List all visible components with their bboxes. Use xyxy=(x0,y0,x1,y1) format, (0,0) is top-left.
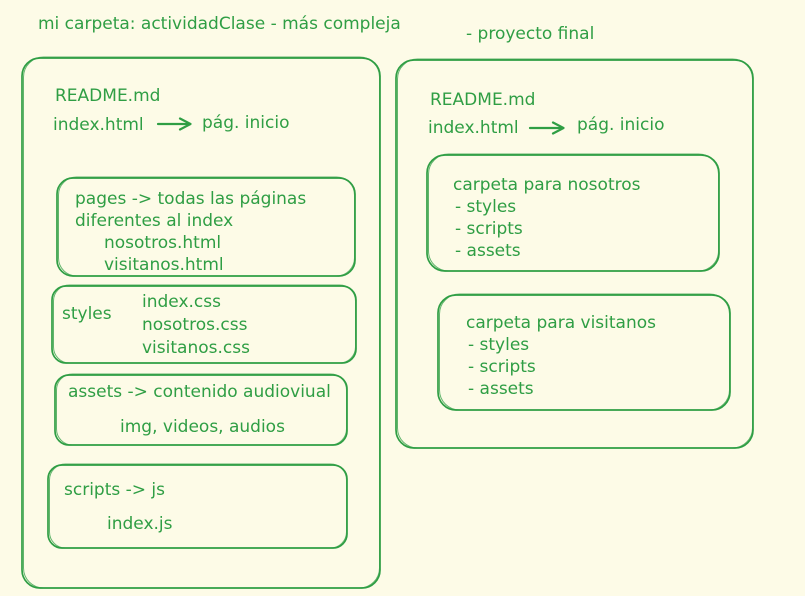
left-readme-label: README.md xyxy=(55,86,161,106)
title-right: - proyecto final xyxy=(466,24,595,44)
pages-folder-line-2: diferentes al index xyxy=(75,211,234,231)
scripts-folder-label: scripts -> js xyxy=(64,480,165,500)
box-outline-sketch xyxy=(428,153,719,272)
visitanos-folder-item-scripts: - scripts xyxy=(468,357,536,377)
styles-folder-label: styles xyxy=(62,304,112,324)
pages-folder-line-1: pages -> todas las páginas xyxy=(75,189,307,209)
nosotros-folder-title: carpeta para nosotros xyxy=(453,175,641,195)
pages-folder-box xyxy=(56,176,356,277)
arrow-right-icon xyxy=(156,117,192,131)
nosotros-folder-item-assets: - assets xyxy=(455,241,521,261)
scripts-folder-box xyxy=(47,463,348,549)
left-project-box xyxy=(21,56,381,589)
right-index-label: index.html xyxy=(428,118,519,138)
right-readme-label: README.md xyxy=(430,90,536,110)
assets-folder-label: assets -> contenido audioviual xyxy=(68,382,331,402)
assets-folder-box xyxy=(54,373,348,446)
box-outline-sketch xyxy=(49,463,347,549)
visitanos-folder-title: carpeta para visitanos xyxy=(466,313,656,333)
scripts-file-index: index.js xyxy=(107,514,173,534)
assets-folder-content: img, videos, audios xyxy=(120,417,285,437)
nosotros-folder-item-scripts: - scripts xyxy=(455,219,523,239)
styles-file-index: index.css xyxy=(142,292,221,312)
box-outline-sketch xyxy=(53,284,356,364)
right-index-target-label: pág. inicio xyxy=(577,115,665,135)
nosotros-folder-box xyxy=(426,153,720,272)
visitanos-folder-item-assets: - assets xyxy=(468,379,534,399)
box-outline-sketch xyxy=(58,176,355,277)
visitanos-folder-box xyxy=(437,293,731,411)
title-left: mi carpeta: actividadClase - más complej… xyxy=(38,14,401,34)
box-outline xyxy=(47,464,348,549)
styles-file-visitanos: visitanos.css xyxy=(142,338,250,358)
visitanos-folder-item-styles: - styles xyxy=(468,335,530,355)
box-outline-sketch xyxy=(397,58,753,449)
styles-file-nosotros: nosotros.css xyxy=(142,315,248,335)
box-outline-sketch xyxy=(23,56,380,589)
box-outline-sketch xyxy=(439,293,730,411)
nosotros-folder-item-styles: - styles xyxy=(455,197,517,217)
pages-file-visitanos: visitanos.html xyxy=(104,255,224,275)
arrow-right-icon xyxy=(528,121,565,135)
left-index-target-label: pág. inicio xyxy=(202,113,290,133)
left-index-label: index.html xyxy=(53,115,144,135)
pages-file-nosotros: nosotros.html xyxy=(104,233,222,253)
right-project-box xyxy=(395,58,754,449)
box-outline-sketch xyxy=(56,373,347,446)
styles-folder-box xyxy=(51,284,357,364)
